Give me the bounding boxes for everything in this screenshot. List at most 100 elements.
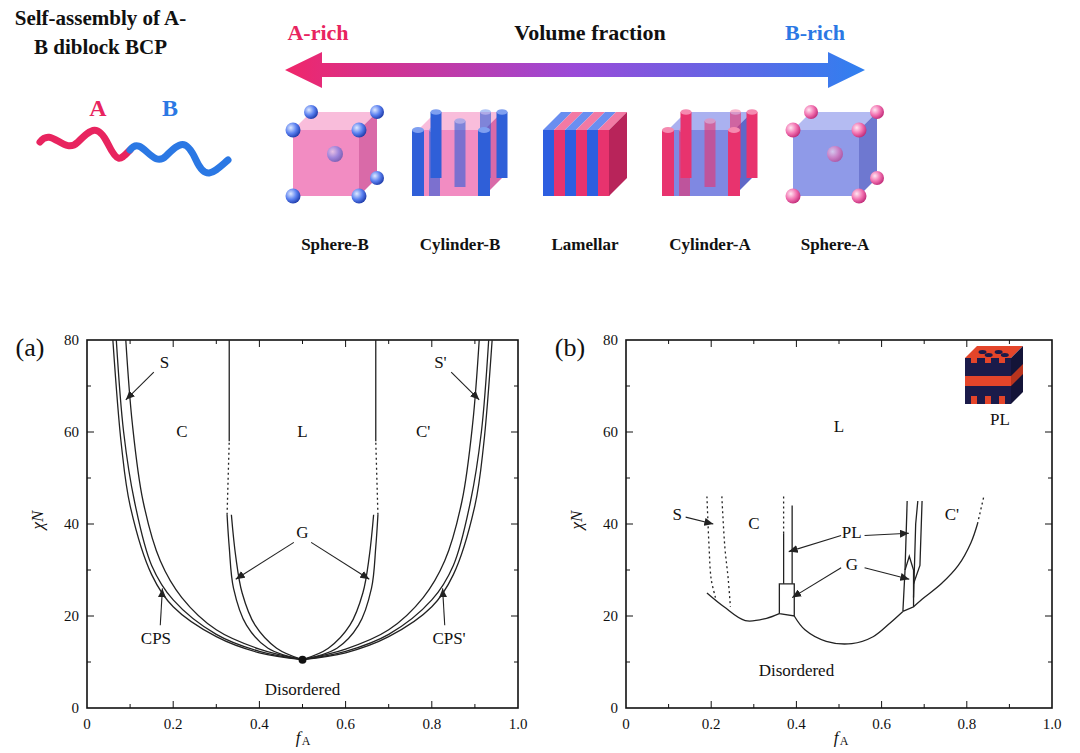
leader-arrow [865,533,909,535]
axis-tick [87,386,91,387]
axis-tick [514,386,518,387]
tick-label: 0.6 [336,716,355,733]
axis-tick [753,340,754,344]
axis-tick [1009,340,1010,344]
tick-label: 20 [64,608,79,625]
phase-label: C [176,423,187,442]
phase-boundary [783,496,784,533]
axis-tick [87,570,91,571]
phase-boundary [116,340,302,660]
cylinder-domain [705,118,716,187]
tick-label: 0.2 [702,716,721,733]
perforation [985,353,993,357]
lamella-side [609,112,627,196]
plot-frame [626,340,1052,708]
phase-boundary [707,593,779,621]
phase-label: C [748,515,759,534]
axis-tick [668,340,669,344]
cube-side [1011,346,1023,404]
cylinder-end [480,109,491,115]
axis-tick [130,340,131,344]
phase-boundary [231,515,302,660]
cylinder-body [662,130,674,196]
axis-tick [626,524,633,525]
axis-tick [1045,616,1052,617]
block-b-chain [130,145,228,174]
cylinder-end [478,127,490,133]
sphere-domain [852,189,867,204]
morphology-label: Cylinder-B [420,236,501,255]
leader-arrow [789,536,841,552]
tick-label: 0 [83,716,91,733]
perforated-lamellar-inset [965,346,1023,404]
tick-label: 20 [603,608,618,625]
phase-boundary [227,515,302,660]
axis-tick [514,478,518,479]
axis-subscript: A [302,735,311,748]
phase-label: C' [416,423,430,442]
cylinder-body [478,130,490,196]
phase-label: CPS' [432,630,465,649]
phase-boundary [303,515,378,660]
axis-tick [626,570,630,571]
cube-front [793,130,859,196]
red-bridge [985,396,991,404]
axis-title: f [834,729,839,748]
axis-tick [839,704,840,708]
phase-label: S' [434,354,447,373]
tick-label: 80 [64,332,79,349]
top-illustration [40,52,884,204]
sphere-b-cube [286,105,385,204]
cube-front [293,130,359,196]
axis-tick [881,701,882,708]
axis-tick [474,704,475,708]
phase-boundary [794,611,903,644]
tick-label: 1.0 [1043,716,1062,733]
axis-title: f [296,729,301,748]
leader-arrow [792,568,841,598]
cylinder-domain [455,118,466,187]
cylinder-domain [662,127,674,196]
axis-tick [966,340,967,347]
block-label: A [89,95,106,121]
axis-tick [173,340,174,347]
axis-tick [302,704,303,708]
cylinder-body [412,130,424,196]
phase-boundary [227,441,229,515]
axis-tick [259,340,260,347]
lamella-front [565,130,576,196]
leader-arrow [443,588,445,625]
phase-boundary [303,340,493,660]
sphere-domain [852,123,867,138]
phase-boundary [375,340,376,441]
phase-label: C' [945,505,959,524]
panel-label: (a) [16,334,45,363]
phase-boundary [303,515,374,660]
phase-label: G [296,524,308,543]
cylinder-body [681,112,692,178]
axis-tick [1048,386,1052,387]
phase-label: L [297,423,307,442]
axis-tick [924,704,925,708]
axis-tick [711,340,712,347]
red-bridge [971,396,977,404]
cylinder-domain [497,109,508,178]
tick-label: 0.8 [422,716,441,733]
cylinder-domain [681,109,692,178]
phase-label: S [672,505,681,524]
phase-label: CPS [141,630,171,649]
sphere-domain [786,189,801,204]
axis-tick [345,701,346,708]
cylinder-domain [747,109,758,178]
volume-fraction-arrow [285,52,865,88]
axis-tick [87,432,94,433]
cylinder-end [497,109,508,115]
sphere-domain [786,123,801,138]
axis-tick [1045,432,1052,433]
lamella-front [576,130,587,196]
axis-tick [753,704,754,708]
sphere-domain [804,105,818,119]
cylinder-body [747,112,758,178]
cylinder-b-cube [412,109,508,196]
